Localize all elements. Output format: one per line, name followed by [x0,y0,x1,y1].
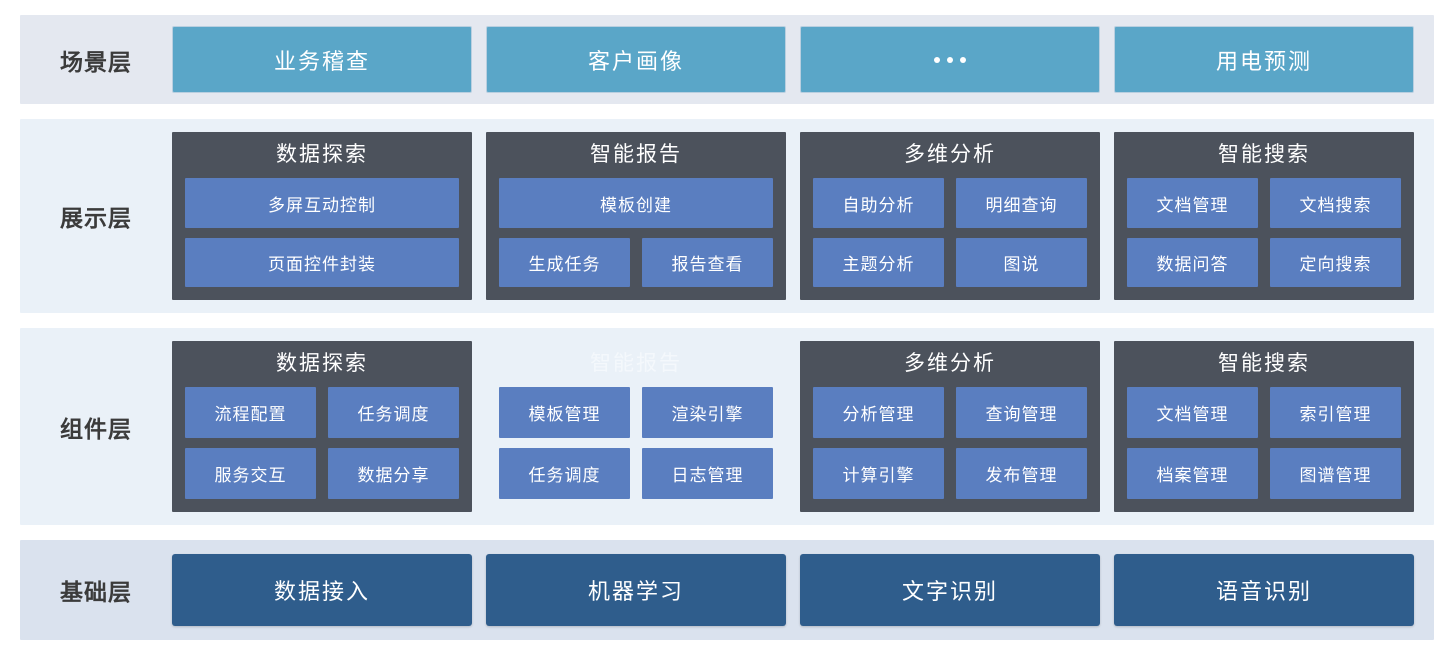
display-chip-页面控件封装[interactable]: 页面控件封装 [185,237,459,287]
card-chip-row: 文档管理索引管理 [1127,387,1401,439]
layer-body-display: 数据探索多屏互动控制页面控件封装智能报告模板创建生成任务报告查看多维分析自助分析… [172,119,1434,313]
display-card-多维分析: 多维分析自助分析明细查询主题分析图说 [800,132,1100,300]
display-chip-定向搜索[interactable]: 定向搜索 [1270,237,1401,287]
display-chip-报告查看[interactable]: 报告查看 [642,237,773,287]
card-chip-row: 流程配置任务调度 [185,387,459,439]
display-chip-生成任务[interactable]: 生成任务 [499,237,630,287]
layer-row-display: 展示层数据探索多屏互动控制页面控件封装智能报告模板创建生成任务报告查看多维分析自… [20,119,1434,313]
component-chip-数据分享[interactable]: 数据分享 [328,448,459,499]
card-chip-row: 服务交互数据分享 [185,448,459,499]
display-card-title: 智能搜索 [1218,143,1310,166]
display-card-rows: 文档管理文档搜索数据问答定向搜索 [1127,178,1401,287]
display-chip-模板创建[interactable]: 模板创建 [499,178,773,228]
card-chip-row: 生成任务报告查看 [499,237,773,287]
layer-label-base: 基础层 [60,579,132,605]
component-chip-索引管理[interactable]: 索引管理 [1270,387,1401,439]
component-chip-日志管理[interactable]: 日志管理 [642,448,773,499]
display-card-rows: 多屏互动控制页面控件封装 [185,178,459,287]
card-chip-row: 模板创建 [499,178,773,228]
scenario-tile-label: 用电预测 [1215,48,1312,74]
layer-row-base: 基础层 数据接入 机器学习 文字识别 语音识别 [20,540,1434,640]
display-card-title: 智能报告 [590,143,682,166]
component-chip-流程配置[interactable]: 流程配置 [185,387,316,439]
component-chip-文档管理[interactable]: 文档管理 [1127,387,1258,439]
display-chip-图说[interactable]: 图说 [956,237,1087,287]
scenario-tile-ellipsis[interactable] [800,26,1100,93]
base-tile-机器学习[interactable]: 机器学习 [486,554,786,626]
component-card-title: 数据探索 [276,352,368,375]
layer-row-scenario: 场景层 业务稽查 客户画像 用电预测 [20,15,1434,104]
display-card-数据探索: 数据探索多屏互动控制页面控件封装 [172,132,472,300]
component-card-多维分析: 多维分析分析管理查询管理计算引擎发布管理 [800,341,1100,512]
scenario-tile-客户画像[interactable]: 客户画像 [486,26,786,93]
component-chip-服务交互[interactable]: 服务交互 [185,448,316,499]
scenario-tile-label: 业务稽查 [273,48,370,74]
component-card-title: 智能搜索 [1218,352,1310,375]
component-chip-渲染引擎[interactable]: 渲染引擎 [642,387,773,439]
component-card-智能报告: 智能报告模板管理渲染引擎任务调度日志管理 [486,341,786,512]
card-chip-row: 任务调度日志管理 [499,448,773,499]
card-chip-row: 模板管理渲染引擎 [499,387,773,439]
component-chip-任务调度[interactable]: 任务调度 [499,448,630,499]
base-tile-label: 语音识别 [1215,579,1312,604]
display-card-智能搜索: 智能搜索文档管理文档搜索数据问答定向搜索 [1114,132,1414,300]
card-chip-row: 分析管理查询管理 [813,387,1087,439]
card-chip-row: 多屏互动控制 [185,178,459,228]
component-chip-计算引擎[interactable]: 计算引擎 [813,448,944,499]
layer-body-component: 数据探索流程配置任务调度服务交互数据分享智能报告模板管理渲染引擎任务调度日志管理… [172,328,1434,525]
display-chip-数据问答[interactable]: 数据问答 [1127,237,1258,287]
base-tile-数据接入[interactable]: 数据接入 [172,554,472,626]
component-card-rows: 流程配置任务调度服务交互数据分享 [185,387,459,499]
display-chip-自助分析[interactable]: 自助分析 [813,178,944,228]
component-card-智能搜索: 智能搜索文档管理索引管理档案管理图谱管理 [1114,341,1414,512]
scenario-tile-业务稽查[interactable]: 业务稽查 [172,26,472,93]
component-card-rows: 分析管理查询管理计算引擎发布管理 [813,387,1087,499]
display-chip-主题分析[interactable]: 主题分析 [813,237,944,287]
component-card-title: 智能报告 [590,352,682,375]
display-chip-明细查询[interactable]: 明细查询 [956,178,1087,228]
component-chip-档案管理[interactable]: 档案管理 [1127,448,1258,499]
card-chip-row: 文档管理文档搜索 [1127,178,1401,228]
component-chip-分析管理[interactable]: 分析管理 [813,387,944,439]
component-card-数据探索: 数据探索流程配置任务调度服务交互数据分享 [172,341,472,512]
display-chip-多屏互动控制[interactable]: 多屏互动控制 [185,178,459,228]
base-tile-label: 机器学习 [587,579,684,604]
ellipsis-icon [934,56,966,63]
component-chip-发布管理[interactable]: 发布管理 [956,448,1087,499]
display-card-rows: 自助分析明细查询主题分析图说 [813,178,1087,287]
card-chip-row: 计算引擎发布管理 [813,448,1087,499]
component-chip-查询管理[interactable]: 查询管理 [956,387,1087,439]
card-chip-row: 页面控件封装 [185,237,459,287]
card-chip-row: 自助分析明细查询 [813,178,1087,228]
card-chip-row: 档案管理图谱管理 [1127,448,1401,499]
layer-body-scenario: 业务稽查 客户画像 用电预测 [172,15,1434,104]
component-card-title: 多维分析 [904,352,996,375]
component-chip-模板管理[interactable]: 模板管理 [499,387,630,439]
base-tile-label: 数据接入 [273,579,370,604]
card-chip-row: 主题分析图说 [813,237,1087,287]
layer-label-display: 展示层 [60,205,132,231]
base-tile-语音识别[interactable]: 语音识别 [1114,554,1414,626]
layer-body-base: 数据接入 机器学习 文字识别 语音识别 [172,540,1434,640]
display-card-title: 数据探索 [276,143,368,166]
component-card-rows: 文档管理索引管理档案管理图谱管理 [1127,387,1401,499]
layer-row-component: 组件层数据探索流程配置任务调度服务交互数据分享智能报告模板管理渲染引擎任务调度日… [20,328,1434,525]
display-card-title: 多维分析 [904,143,996,166]
scenario-tile-label: 客户画像 [587,48,684,74]
layer-label-component: 组件层 [60,415,132,442]
component-chip-任务调度[interactable]: 任务调度 [328,387,459,439]
component-chip-图谱管理[interactable]: 图谱管理 [1270,448,1401,499]
base-tile-文字识别[interactable]: 文字识别 [800,554,1100,626]
card-chip-row: 数据问答定向搜索 [1127,237,1401,287]
display-card-智能报告: 智能报告模板创建生成任务报告查看 [486,132,786,300]
display-chip-文档管理[interactable]: 文档管理 [1127,178,1258,228]
base-tile-label: 文字识别 [901,579,998,604]
display-card-rows: 模板创建生成任务报告查看 [499,178,773,287]
display-chip-文档搜索[interactable]: 文档搜索 [1270,178,1401,228]
scenario-tile-用电预测[interactable]: 用电预测 [1114,26,1414,93]
layer-label-scenario: 场景层 [60,48,132,75]
component-card-rows: 模板管理渲染引擎任务调度日志管理 [499,387,773,499]
